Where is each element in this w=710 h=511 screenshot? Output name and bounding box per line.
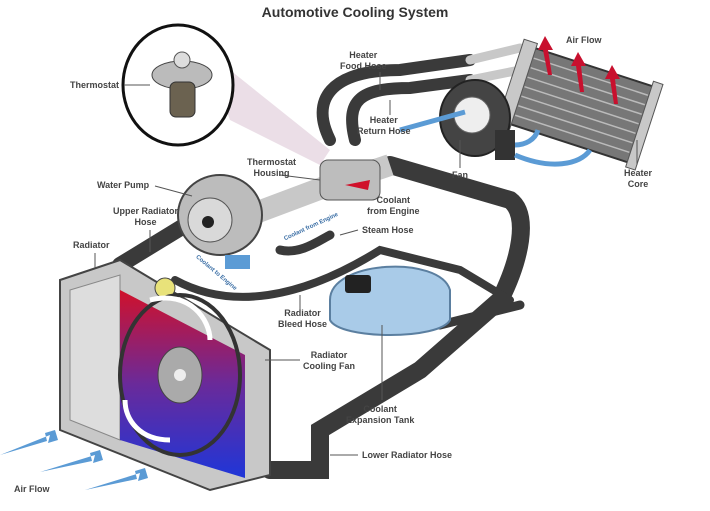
label-line: Upper Radiator xyxy=(113,206,179,216)
label-line: Return Hose xyxy=(357,126,411,136)
label-line: Food Hose xyxy=(340,61,387,71)
blower-airflow-arrows xyxy=(399,109,593,167)
label-line: Housing xyxy=(253,168,290,178)
label-radiator: Radiator xyxy=(73,240,110,250)
label-line: from Engine xyxy=(367,206,420,216)
heater-return-hose xyxy=(346,74,476,146)
label-line: Heater xyxy=(369,115,398,125)
heater-feed-hose xyxy=(316,54,476,146)
label-line: Core xyxy=(627,179,649,189)
label-line: Radiator xyxy=(284,308,321,318)
label-fan: Fan xyxy=(452,170,469,180)
label-air-flow-bottom: Air Flow xyxy=(14,484,50,494)
label-line: Heater xyxy=(624,168,653,178)
label-line: Coolant xyxy=(363,404,397,414)
main-return-hose xyxy=(261,156,530,479)
blower-fan xyxy=(439,79,515,160)
bleed-hose xyxy=(171,245,514,304)
expansion-tank xyxy=(329,265,451,336)
heater-pipes xyxy=(465,43,525,85)
steam-hose xyxy=(275,230,335,256)
thermostat-callout-cone xyxy=(205,50,330,165)
label-lower-radiator-hose: Lower Radiator Hose xyxy=(362,450,453,460)
label-steam-hose: Steam Hose xyxy=(362,225,414,235)
label-line: Cooling Fan xyxy=(303,361,355,371)
label-line: Hose xyxy=(134,217,157,227)
label-line: Coolant xyxy=(376,195,411,205)
heater-airflow-arrows xyxy=(538,36,620,104)
coolant-arrow-red xyxy=(345,180,370,190)
radiator-cooling-fan xyxy=(118,293,242,457)
thermostat-detail xyxy=(121,23,235,147)
label-line: Expansion Tank xyxy=(346,415,415,425)
radiator-airflow-arrows xyxy=(0,430,148,490)
hoses xyxy=(112,43,530,479)
leader-lines xyxy=(94,72,461,456)
water-pump xyxy=(177,174,263,269)
heater-core xyxy=(495,38,664,171)
label-line: Thermostat xyxy=(247,157,297,167)
label-line: Heater xyxy=(349,50,378,60)
label-line: Radiator xyxy=(310,350,348,360)
label-thermostat: Thermostat xyxy=(70,80,120,90)
diagram-title: Automotive Cooling System xyxy=(261,4,449,20)
tank-hose xyxy=(435,300,525,330)
label-water-pump: Water Pump xyxy=(97,180,150,190)
label-air-flow-top: Air Flow xyxy=(566,35,602,45)
thermostat-housing xyxy=(319,159,381,201)
label-line: Bleed Hose xyxy=(278,319,328,329)
